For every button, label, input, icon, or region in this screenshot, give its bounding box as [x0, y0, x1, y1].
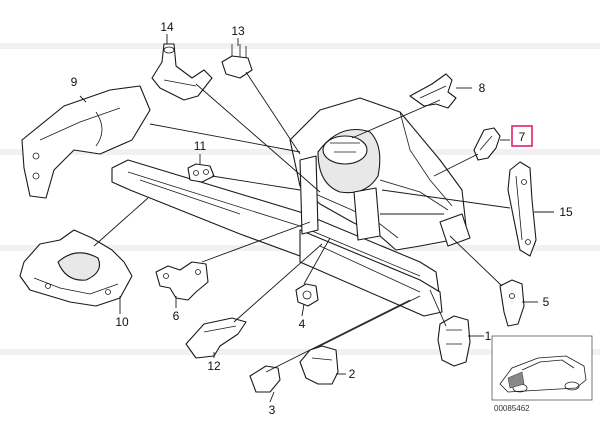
part-8[interactable] — [409, 73, 457, 109]
part-9[interactable] — [21, 85, 151, 199]
part-6[interactable] — [155, 261, 209, 301]
part-7[interactable] — [473, 127, 501, 161]
part-11[interactable] — [187, 163, 215, 183]
part-15[interactable] — [507, 161, 537, 257]
vehicle-thumbnail — [491, 335, 593, 401]
callout-2[interactable]: 2 — [349, 367, 356, 381]
callout-8[interactable]: 8 — [479, 81, 486, 95]
part-2[interactable] — [299, 345, 339, 385]
part-3[interactable] — [249, 365, 281, 393]
part-5[interactable] — [499, 279, 525, 327]
part-10[interactable] — [19, 229, 133, 307]
callout-11[interactable]: 11 — [194, 139, 207, 153]
callout-7-highlighted[interactable]: 7 — [519, 130, 526, 144]
callout-1[interactable]: 1 — [485, 329, 492, 343]
part-14[interactable] — [151, 43, 213, 101]
part-13[interactable] — [221, 44, 253, 79]
callout-10[interactable]: 10 — [115, 315, 129, 329]
callout-3[interactable]: 3 — [269, 403, 276, 417]
leader-lines — [79, 34, 554, 403]
part-4[interactable] — [295, 283, 319, 307]
reference-number: 00085462 — [494, 404, 530, 413]
callout-14[interactable]: 14 — [160, 20, 174, 34]
part-12[interactable] — [185, 317, 247, 359]
callout-labels: 14 13 9 8 11 15 10 6 4 5 1 12 2 3 7 — [71, 20, 573, 417]
callout-12[interactable]: 12 — [207, 359, 221, 373]
callout-15[interactable]: 15 — [559, 205, 573, 219]
callout-9[interactable]: 9 — [71, 75, 78, 89]
part-1[interactable] — [437, 315, 471, 367]
callout-6[interactable]: 6 — [173, 309, 180, 323]
callout-5[interactable]: 5 — [543, 295, 550, 309]
highlight-box — [511, 125, 533, 147]
callout-13[interactable]: 13 — [231, 24, 245, 38]
callout-4[interactable]: 4 — [299, 317, 306, 331]
